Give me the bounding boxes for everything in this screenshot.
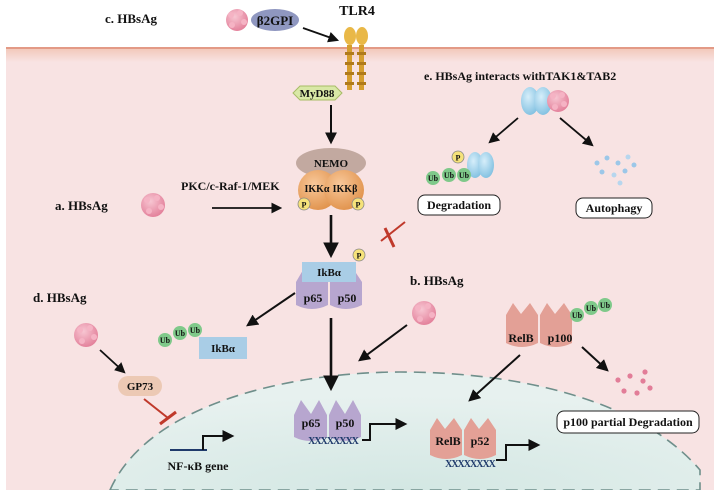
svg-text:Ub: Ub xyxy=(190,326,201,335)
phospho-ikka xyxy=(297,197,311,211)
arrow-relb-to-nucleus xyxy=(468,354,521,402)
p50-label-nucleus: p50 xyxy=(336,416,355,430)
relb-p52-complex xyxy=(430,418,496,459)
ikba-degraded xyxy=(199,337,247,359)
svg-text:Ub: Ub xyxy=(600,301,611,310)
svg-text:Ub: Ub xyxy=(175,329,186,338)
nemo-protein xyxy=(296,148,366,178)
hbsag-particle-d xyxy=(74,323,98,347)
arrow-ikba-release xyxy=(246,292,296,327)
b2gpi-protein xyxy=(251,9,299,31)
arrow-d-to-gp73 xyxy=(99,349,126,374)
p100-degradation-box xyxy=(556,410,700,434)
arrow-b2gpi-to-tlr4 xyxy=(302,27,340,43)
svg-text:Ub: Ub xyxy=(160,336,171,345)
p100-label: p100 xyxy=(548,331,573,345)
pathway-a-label: a. HBsAg xyxy=(55,198,108,213)
inhibition-bar-e xyxy=(383,227,396,248)
ub-chain-ikba: Ub Ub Ub xyxy=(158,323,202,347)
gp73-protein xyxy=(118,376,162,396)
relb-label-nucleus: RelB xyxy=(435,434,460,448)
dna-nfkb-site: XXXXXXXX xyxy=(308,436,360,447)
myd88-protein xyxy=(292,85,343,101)
phospho-ikkb-label: P xyxy=(356,201,361,210)
arrow-e-to-degradation xyxy=(488,117,519,144)
phospho-ikkb xyxy=(351,197,365,211)
pathway-a-route: PKC/c-Raf-1/MEK xyxy=(181,179,280,193)
hbsag-particle-c xyxy=(226,9,248,31)
svg-text:Ub: Ub xyxy=(586,304,597,313)
p65-label-nucleus: p65 xyxy=(302,416,321,430)
degradation-label: Degradation xyxy=(427,198,491,212)
degradation-box xyxy=(417,194,501,216)
ikba-degraded-label: IkBα xyxy=(211,343,236,355)
nfkb-p65-nucleus xyxy=(294,400,327,441)
myd88-label: MyD88 xyxy=(300,88,335,100)
pathway-e-label: e. HBsAg interacts withTAK1&TAB2 xyxy=(424,69,616,83)
p50-label-cytoplasm: p50 xyxy=(338,291,357,305)
autophagy-box xyxy=(575,197,653,219)
autophagy-label: Autophagy xyxy=(586,201,643,215)
gp73-label: GP73 xyxy=(127,381,154,393)
nemo-label: NEMO xyxy=(314,158,349,170)
ikka-label: IKKα xyxy=(304,184,329,195)
inhibition-line-e xyxy=(380,221,406,242)
tlr4-receptor xyxy=(344,27,368,90)
ub-chain-p100: Ub Ub Ub xyxy=(570,298,612,322)
ikkb-label: IKKβ xyxy=(333,184,358,195)
nfkb-gene-label: NF-κB gene xyxy=(168,459,230,473)
nfkb-gene-promoter xyxy=(170,430,235,451)
hbsag-particle-a xyxy=(141,193,165,217)
pathway-c-label: c. HBsAg xyxy=(105,11,158,26)
svg-text:Ub: Ub xyxy=(444,171,455,180)
inhibition-bar-d xyxy=(159,410,177,426)
tlr4-label: TLR4 xyxy=(339,4,375,19)
arrow-e-to-autophagy xyxy=(559,117,594,147)
svg-text:Ub: Ub xyxy=(428,174,439,183)
ikba-label: IkBα xyxy=(317,267,342,279)
svg-text:P: P xyxy=(456,154,461,163)
p100-fragments xyxy=(615,369,653,396)
arrow-relb-transcription xyxy=(496,439,541,461)
inhibition-line-d xyxy=(143,398,169,419)
pathway-b-label: b. HBsAg xyxy=(410,273,464,288)
arrow-p100-degradation xyxy=(581,346,609,372)
tak1-tab2-hbsag-complex xyxy=(521,87,569,115)
phospho-ikka-label: P xyxy=(302,201,307,210)
p52-label: p52 xyxy=(471,434,490,448)
ub-tak1-degradation: Ub Ub Ub P xyxy=(426,150,494,185)
arrow-pathway-b xyxy=(358,324,408,362)
b2gpi-label: β2GPI xyxy=(257,13,293,28)
hbsag-particle-b xyxy=(412,301,436,325)
nfkb-p50-nucleus xyxy=(329,400,361,441)
svg-text:Ub: Ub xyxy=(572,311,583,320)
relb-label-cytoplasm: RelB xyxy=(508,331,533,345)
nucleus xyxy=(109,371,701,490)
arrow-nfkb-transcription xyxy=(362,418,408,441)
autophagy-fragments xyxy=(594,154,637,186)
svg-text:Ub: Ub xyxy=(459,171,470,180)
p65-label-cytoplasm: p65 xyxy=(304,291,323,305)
relb-p100-complex xyxy=(506,303,572,347)
dna-relb-site: XXXXXXXX xyxy=(445,459,497,470)
phospho-ikba-label: P xyxy=(357,252,362,261)
ikba-protein xyxy=(302,262,356,282)
p100-degradation-label: p100 partial Degradation xyxy=(563,415,693,429)
phospho-ikba xyxy=(352,248,366,262)
pathway-d-label: d. HBsAg xyxy=(33,290,87,305)
